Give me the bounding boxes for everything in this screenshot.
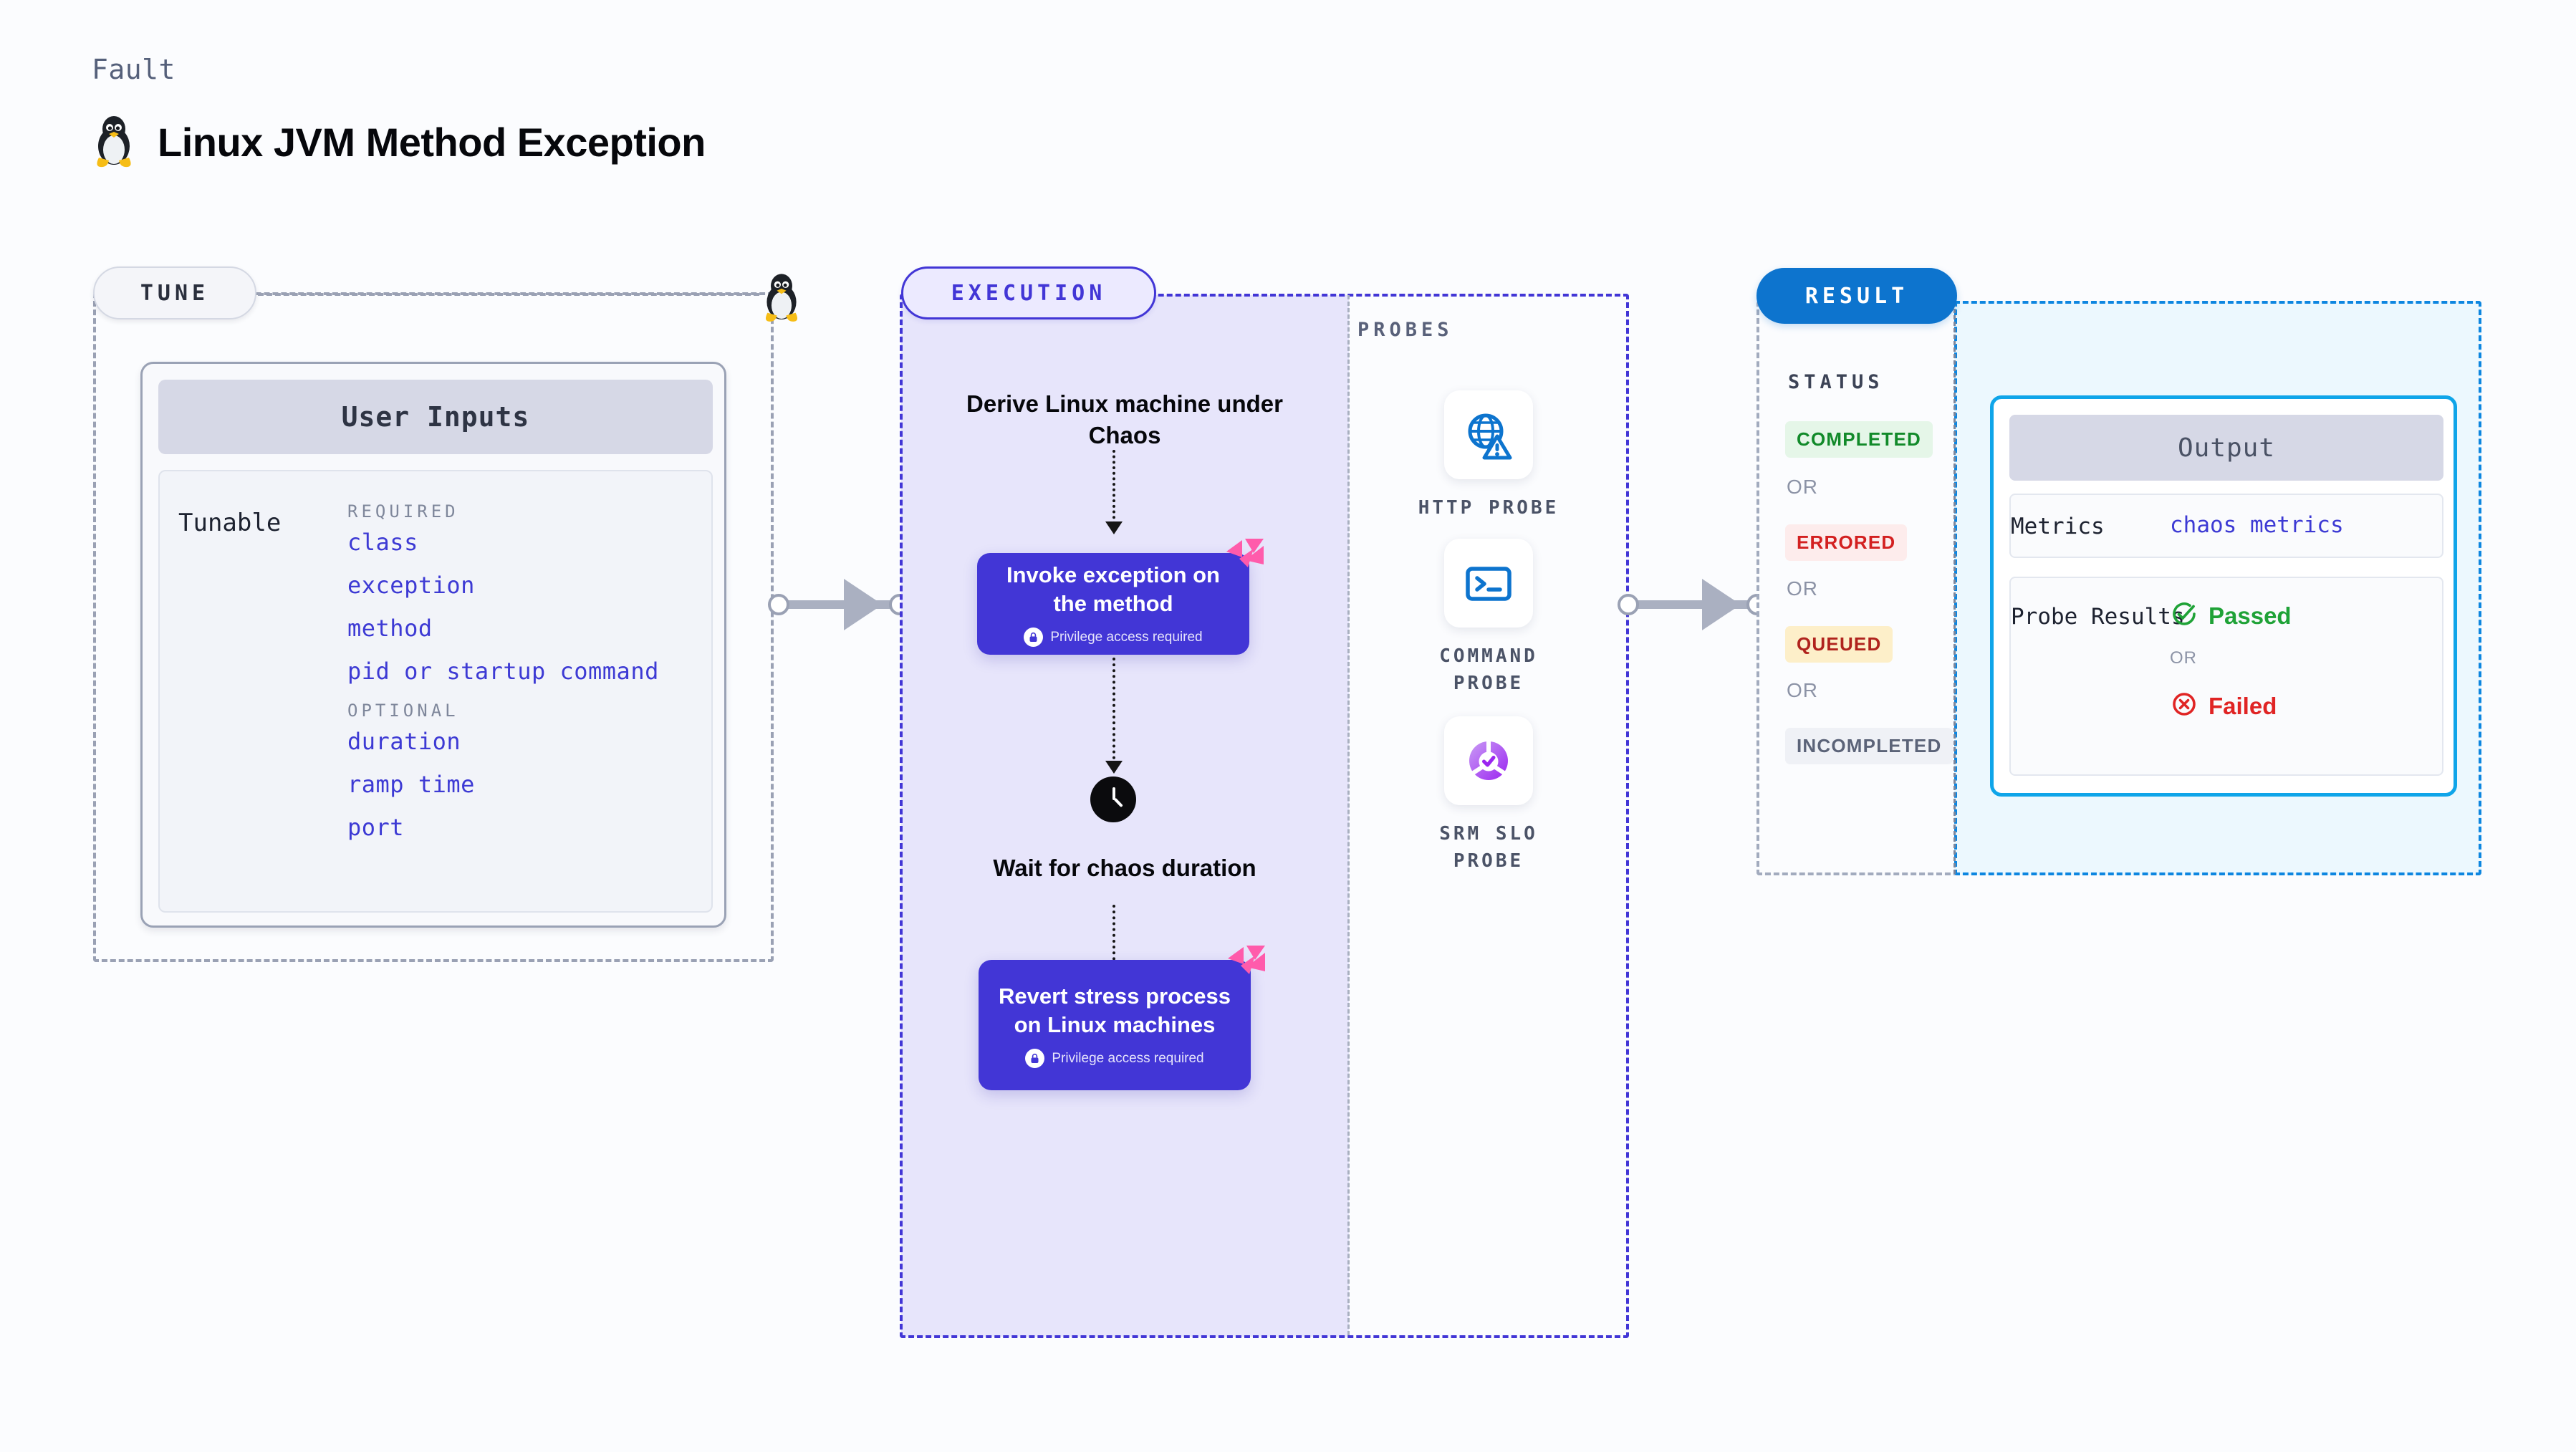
probe-result-or: OR — [2170, 648, 2197, 668]
tunable-item-class[interactable]: class — [347, 529, 418, 556]
tunable-item-port[interactable]: port — [347, 814, 405, 841]
required-group-label: REQUIRED — [347, 501, 459, 521]
flow-connector-2 — [1112, 658, 1115, 765]
user-inputs-card: User Inputs Tunable REQUIRED class excep… — [140, 362, 726, 928]
harness-logo-icon — [1225, 943, 1269, 988]
execution-step-revert-sub: Privilege access required — [1025, 1049, 1204, 1069]
execution-step-invoke-sub: Privilege access required — [1024, 628, 1203, 648]
x-circle-icon — [2170, 690, 2198, 722]
slo-donut-check-icon — [1444, 716, 1533, 805]
tunable-item-ramp-time[interactable]: ramp time — [347, 771, 475, 798]
tunable-item-method[interactable]: method — [347, 615, 433, 642]
check-circle-icon — [2170, 600, 2198, 632]
status-badge-incompleted: INCOMPLETED — [1785, 728, 1953, 764]
output-metrics-key: Metrics — [2011, 514, 2105, 539]
tune-penguin-icon — [761, 272, 802, 327]
page-kicker: Fault — [92, 54, 176, 85]
lock-icon — [1025, 1049, 1045, 1069]
execution-region — [900, 294, 1629, 1338]
execution-step-invoke-card[interactable]: Invoke exception on the method Privilege… — [977, 539, 1264, 655]
privilege-text: Privilege access required — [1052, 1050, 1204, 1066]
execution-step-derive: Derive Linux machine under Chaos — [966, 390, 1283, 448]
user-inputs-body: Tunable REQUIRED class exception method … — [158, 470, 713, 913]
probe-result-passed: Passed — [2170, 600, 2292, 632]
probe-http-caption: HTTP PROBE — [1418, 497, 1559, 519]
status-badge-errored: ERRORED — [1785, 524, 1908, 561]
linux-penguin-icon — [92, 115, 136, 169]
tunable-item-exception[interactable]: exception — [347, 572, 475, 599]
status-badge-completed: COMPLETED — [1785, 421, 1933, 458]
tunable-options: REQUIRED class exception method pid or s… — [332, 491, 704, 857]
probe-srm-slo[interactable]: SRM SLO PROBE — [1403, 716, 1575, 875]
status-or-1: OR — [1787, 476, 1818, 498]
output-metrics-row — [2009, 494, 2443, 558]
result-status-background — [1758, 302, 1954, 874]
result-status-label: STATUS — [1788, 371, 1884, 393]
harness-logo-icon — [1224, 536, 1268, 581]
execution-step-revert-card[interactable]: Revert stress process on Linux machines … — [979, 946, 1265, 1090]
flow-arrow-2 — [1105, 761, 1123, 774]
output-metrics-value[interactable]: chaos metrics — [2170, 512, 2344, 538]
page-title-row: Linux JVM Method Exception — [92, 115, 706, 169]
flow-connector-1 — [1112, 450, 1115, 524]
tunable-item-duration[interactable]: duration — [347, 728, 461, 755]
status-or-2: OR — [1787, 577, 1818, 600]
tunable-item-pid-or-startup-command[interactable]: pid or startup command — [347, 658, 659, 685]
probe-srm-slo-caption: SRM SLO PROBE — [1439, 823, 1538, 872]
page-title: Linux JVM Method Exception — [158, 119, 706, 165]
terminal-icon — [1444, 539, 1533, 628]
status-or-3: OR — [1787, 679, 1818, 701]
lock-icon — [1024, 628, 1044, 648]
output-card-title: Output — [2009, 415, 2443, 481]
privilege-text: Privilege access required — [1050, 629, 1203, 645]
probe-command[interactable]: COMMAND PROBE — [1403, 539, 1575, 697]
clock-icon — [1090, 777, 1136, 822]
status-badge-queued: QUEUED — [1785, 626, 1893, 663]
execution-probes-divider — [1347, 295, 1350, 1335]
optional-group-label: OPTIONAL — [347, 701, 459, 721]
output-probe-results-key: Probe Results — [2011, 604, 2185, 630]
tune-pill[interactable]: TUNE — [93, 266, 256, 319]
execution-pill[interactable]: EXECUTION — [901, 266, 1156, 319]
globe-warning-icon — [1444, 390, 1533, 479]
probe-failed-label: Failed — [2209, 692, 2277, 719]
probes-section-label: PROBES — [1357, 319, 1453, 341]
probe-command-caption: COMMAND PROBE — [1439, 645, 1538, 694]
execution-step-invoke-title: Invoke exception on the method — [1006, 562, 1220, 616]
execution-step-revert-title: Revert stress process on Linux machines — [999, 983, 1231, 1037]
tune-penguin-connector — [258, 293, 759, 296]
flow-arrow-1 — [1105, 521, 1123, 534]
result-inner-divider — [1953, 302, 1956, 874]
flow-connector-3 — [1112, 905, 1115, 978]
execution-step-wait: Wait for chaos duration — [993, 855, 1256, 881]
result-pill[interactable]: RESULT — [1756, 268, 1957, 324]
probe-result-failed: Failed — [2170, 690, 2277, 722]
probe-http[interactable]: HTTP PROBE — [1403, 390, 1575, 522]
output-card: Output Metrics chaos metrics Probe Resul… — [1990, 395, 2457, 797]
probe-passed-label: Passed — [2209, 602, 2292, 629]
user-inputs-title: User Inputs — [158, 380, 713, 454]
output-probe-results-row — [2009, 577, 2443, 776]
tunable-row-label: Tunable — [178, 509, 282, 537]
